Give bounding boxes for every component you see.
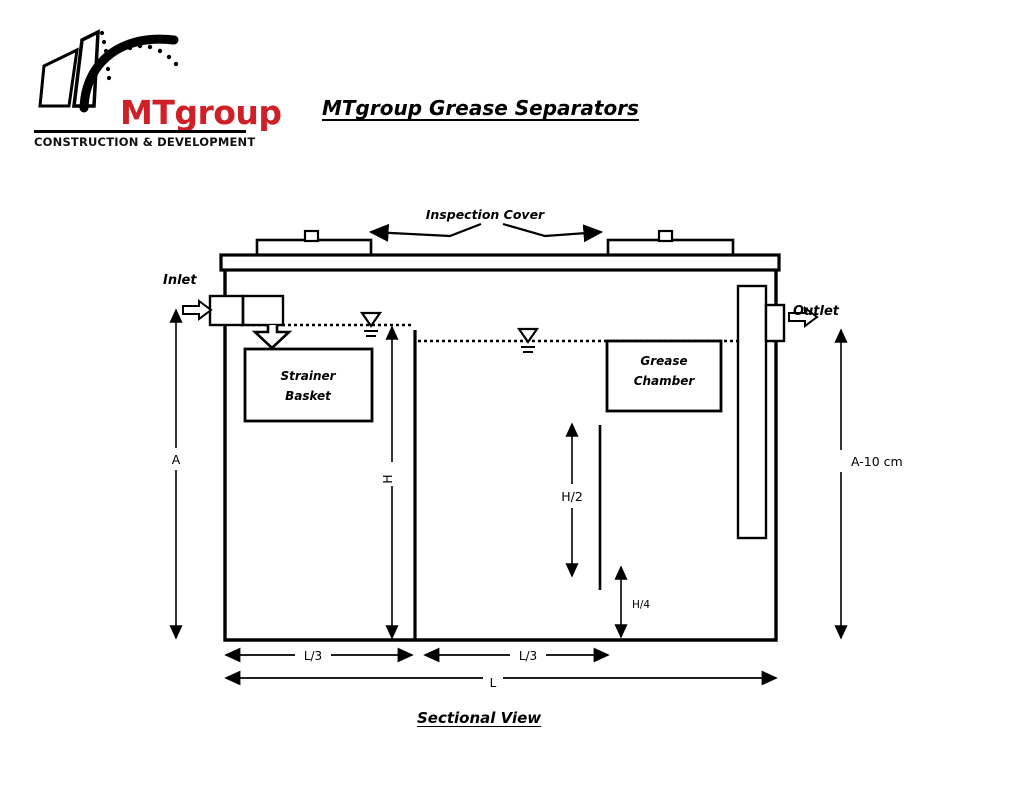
dimension-H-half-label: H/2 [561, 489, 583, 504]
tank-top-slab [219, 253, 781, 272]
logo-divider [34, 130, 246, 133]
strainer-basket-label-line2: Basket [285, 389, 332, 403]
dimension-A-minus-10: A-10 cm [834, 328, 903, 640]
tank-body-outline [223, 270, 778, 642]
strainer-basket: Strainer Basket [243, 347, 374, 423]
inspection-cover-callout: Inspection Cover [368, 207, 604, 243]
dimension-A-label: A [172, 452, 181, 467]
dimension-H-half: H/2 [561, 422, 583, 578]
grease-chamber-label-line1: Grease [640, 354, 687, 368]
company-logo: MTgroup CONSTRUCTION & DEVELOPMENT [22, 18, 282, 149]
figure-caption: Sectional View [417, 709, 542, 727]
logo-mark [38, 29, 179, 113]
logo-wordmark: MTgroup [120, 96, 282, 129]
dimension-L-third-left-label: L/3 [304, 649, 322, 663]
inspection-cover-right [606, 229, 735, 257]
inlet-label: Inlet [163, 273, 197, 288]
water-level-symbol-right [516, 327, 540, 353]
dimension-H-quarter: H/4 [614, 565, 650, 639]
logo-tagline: CONSTRUCTION & DEVELOPMENT [34, 135, 256, 149]
page-title: MTgroup Grease Separators [322, 96, 639, 120]
water-level-symbol-left [359, 311, 383, 337]
dimension-L-total-label: L [490, 676, 497, 690]
logo-group-text: group [174, 93, 282, 132]
outlet-pipe [764, 303, 786, 343]
dimension-A-minus-10-label: A-10 cm [851, 454, 903, 469]
logo-mt-text: MT [120, 93, 175, 132]
dimension-L-third-right-label: L/3 [519, 649, 537, 663]
grease-chamber: Grease Chamber [605, 339, 723, 413]
dimension-L-third-right: L/3 [423, 647, 610, 663]
dimension-H: H [380, 325, 399, 640]
strainer-basket-label-line1: Strainer [280, 369, 336, 383]
dimension-L-third-left: L/3 [224, 647, 414, 663]
outlet-baffle [736, 284, 768, 540]
inlet-flow-arrow-icon [182, 299, 213, 321]
inspection-cover-left [255, 229, 373, 257]
dimension-H-label: H [380, 474, 395, 483]
grease-chamber-label-line2: Chamber [634, 374, 696, 388]
inspection-cover-label: Inspection Cover [426, 207, 545, 222]
dimension-A: A [169, 308, 183, 640]
outlet-flow-arrow-icon [788, 306, 819, 328]
inlet-pipe [208, 294, 293, 350]
dimension-L-total: L [224, 670, 778, 690]
outlet-label: Outlet [793, 304, 840, 319]
dimension-H-quarter-label: H/4 [632, 599, 650, 611]
